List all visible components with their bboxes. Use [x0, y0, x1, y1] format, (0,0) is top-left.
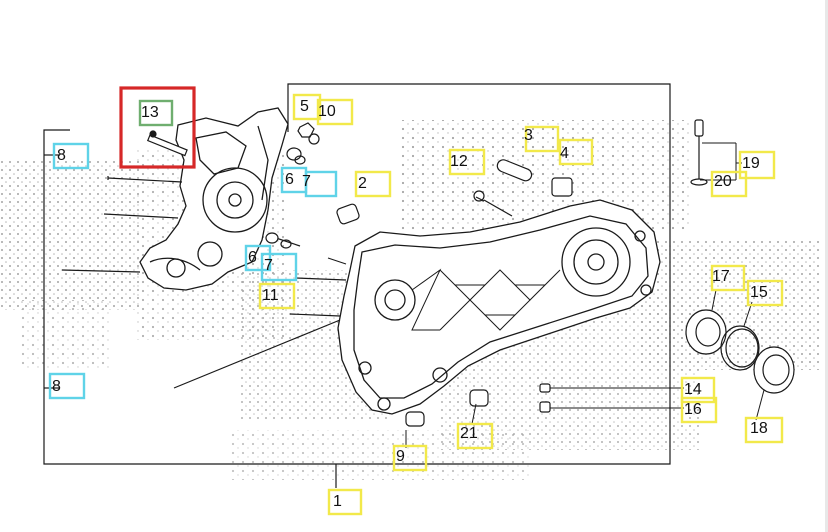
- callout-14-highlight: [680, 376, 716, 404]
- small-parts: [61, 119, 795, 427]
- callout-3-label: 3: [524, 127, 533, 144]
- callout-6-label: 6: [285, 171, 294, 188]
- callouts: 1 2 3 4 5 6 6 7 7 8 8 9 10: [48, 86, 784, 516]
- callout-12-label: 12: [450, 153, 468, 170]
- callout-8-label: 8: [57, 147, 66, 164]
- callout-9-label: 9: [396, 448, 405, 465]
- callout-2-label: 2: [358, 175, 367, 192]
- callout-7-label: 7: [302, 173, 311, 190]
- callout-21-label: 21: [460, 425, 478, 442]
- callout-17-label: 17: [712, 268, 730, 285]
- callout-6-lower-highlight: [244, 244, 272, 272]
- callout-11-label: 11: [262, 287, 279, 304]
- callout-19-label: 19: [742, 155, 760, 172]
- callout-10-label: 10: [318, 103, 336, 120]
- callout-8-highlight: [52, 142, 90, 170]
- callout-15-highlight: [746, 279, 784, 307]
- callout-7-lower-highlight: [260, 252, 298, 282]
- callout-16-highlight: [680, 396, 718, 424]
- callout-16-label: 16: [684, 401, 702, 418]
- callout-11-highlight: [258, 282, 296, 310]
- callout-9-highlight: [392, 444, 428, 472]
- callout-14-label: 14: [684, 381, 702, 398]
- callout-19-highlight: [738, 150, 776, 180]
- callout-4-label: 4: [560, 145, 569, 162]
- callout-20-highlight: [710, 170, 748, 198]
- callout-6-lower-label: 6: [248, 249, 257, 266]
- callout-3-highlight: [524, 125, 560, 153]
- callout-1-highlight: [327, 488, 363, 516]
- callout-1-label: 1: [333, 493, 342, 510]
- callout-13-label: 13: [141, 104, 159, 121]
- callout-21-highlight: [456, 422, 494, 450]
- callout-17-highlight: [710, 264, 746, 292]
- callout-7-highlight: [304, 170, 338, 198]
- callout-12-highlight: [448, 148, 486, 176]
- callout-4-highlight: [558, 138, 594, 166]
- assembly-bracket-lines: [43, 83, 671, 488]
- callout-5-highlight: [292, 93, 322, 121]
- callout-2-highlight: [354, 170, 392, 198]
- callout-18-highlight: [744, 416, 784, 444]
- callout-8-lower-highlight: [48, 372, 86, 400]
- callout-7-lower-label: 7: [264, 257, 273, 274]
- callout-5-label: 5: [300, 98, 309, 115]
- callout-13-highlight: [138, 99, 174, 127]
- right-crankcase-cvt-housing: [337, 199, 661, 415]
- selected-part-13-outline: [119, 86, 196, 169]
- callout-8-lower-label: 8: [52, 378, 61, 395]
- callout-15-label: 15: [750, 284, 768, 301]
- callout-10-highlight: [316, 98, 354, 126]
- callout-20-label: 20: [714, 173, 732, 190]
- callout-18-label: 18: [750, 420, 768, 437]
- right-edge-scrollbar: [825, 0, 828, 532]
- left-crankcase-half: [139, 107, 289, 291]
